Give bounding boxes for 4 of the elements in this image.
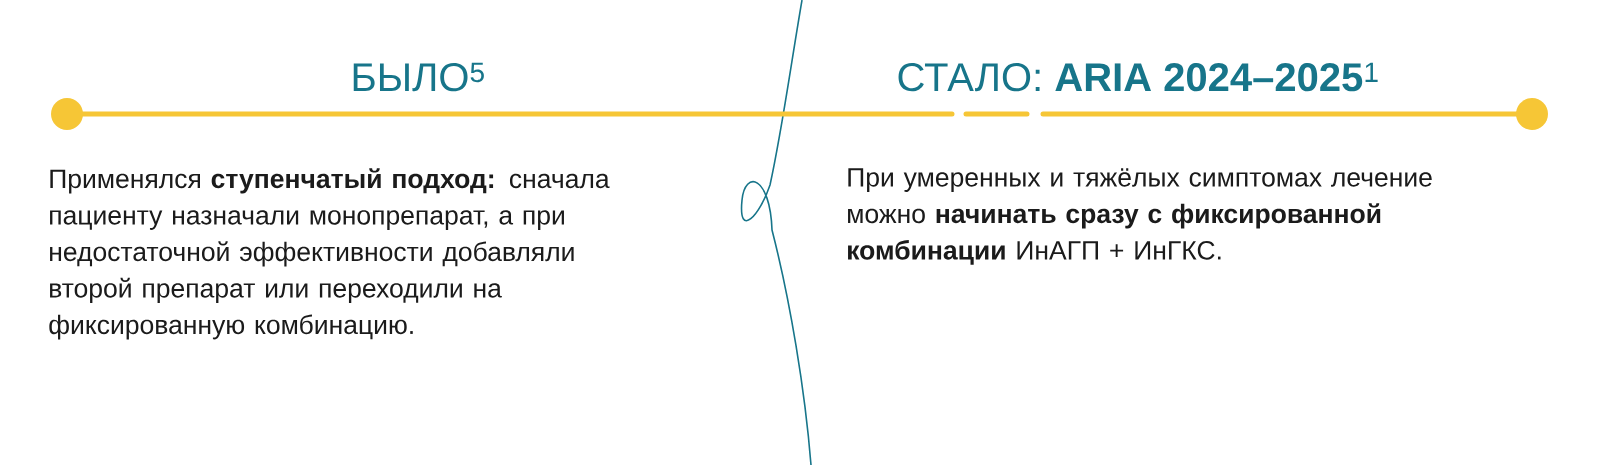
column-heading: БЫЛО$^{5}$ (353, 62, 484, 92)
body-paragraph: Применялся ступенчатый подход: сначала пациенту назначали монопрепарат, а при недостаточной эффективности добавляли второй препарат или переходили на фиксированную комбинацию. (49, 168, 610, 340)
column-heading: СТАЛО: ARIA 2024–2025$^{1}$ (898, 62, 1378, 92)
body-paragraph: При умеренных и тяжёлых симптомах лечение можно начинать сразу с фиксированной комбинации ИнАГП + ИнГКС. (848, 168, 1432, 265)
